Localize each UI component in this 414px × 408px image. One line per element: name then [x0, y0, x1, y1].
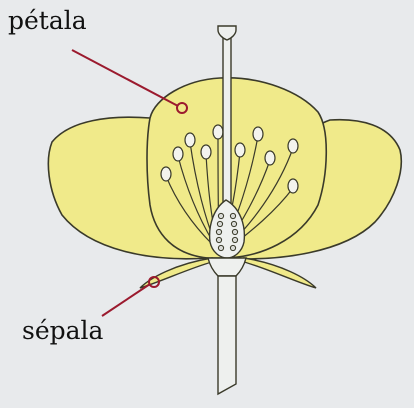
ovules [215, 212, 239, 252]
pistil-style [222, 37, 232, 211]
stamen-anthers [160, 124, 299, 194]
petal-center [146, 77, 328, 259]
petal-leader-line [71, 49, 179, 107]
petal-leader-marker [176, 102, 188, 114]
stem [217, 275, 237, 396]
pistil-stigma [217, 25, 237, 41]
receptacle [207, 257, 247, 277]
sepal-label: sépala [22, 316, 104, 345]
sepal-left [139, 257, 213, 289]
sepal-leader-line [101, 283, 151, 317]
sepal-right [243, 257, 317, 289]
petal-label: pétala [8, 6, 87, 35]
sepal-leader-marker [148, 276, 160, 288]
